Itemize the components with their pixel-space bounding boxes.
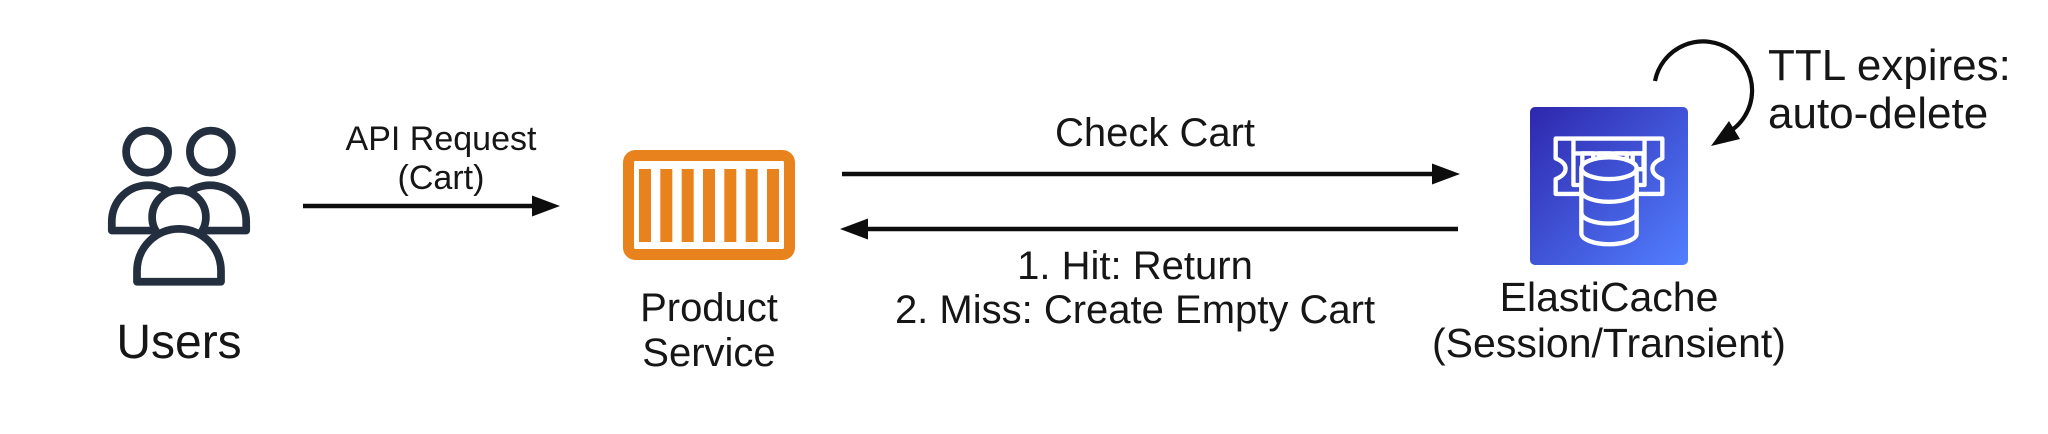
ttl-loop-arc bbox=[1652, 39, 1755, 134]
cache-result-label: 1. Hit: Return 2. Miss: Create Empty Car… bbox=[855, 244, 1415, 332]
check-cart-label: Check Cart bbox=[1054, 111, 1256, 155]
ttl-expiry-label-line2: auto-delete bbox=[1768, 89, 1989, 139]
product-service-label-line2: Service bbox=[642, 331, 776, 376]
api-request-label-line1: API Request bbox=[345, 120, 537, 158]
cache-result-label-line1: 1. Hit: Return bbox=[1017, 244, 1253, 288]
product-service-label: Product Service bbox=[603, 286, 815, 376]
container-icon bbox=[623, 150, 795, 260]
api-request-label-line2: (Cart) bbox=[397, 159, 485, 198]
elasticache-label-line1: ElastiCache bbox=[1499, 274, 1719, 320]
api-request-label: API Request (Cart) bbox=[311, 120, 571, 199]
cache-result-label-line2: 2. Miss: Create Empty Cart bbox=[894, 288, 1376, 332]
elasticache-label-line2: (Session/Transient) bbox=[1432, 320, 1786, 367]
elasticache-database-icon bbox=[1530, 107, 1688, 265]
check-cart-arrowhead bbox=[1432, 163, 1460, 185]
product-service-label-line1: Product bbox=[640, 286, 778, 330]
users-label: Users bbox=[116, 316, 242, 369]
ttl-expiry-label: TTL expires: auto-delete bbox=[1768, 41, 2048, 139]
elasticache-label: ElastiCache (Session/Transient) bbox=[1399, 274, 1819, 367]
cache-result-arrowhead bbox=[840, 218, 868, 240]
ttl-expiry-label-line1: TTL expires: bbox=[1768, 41, 2011, 90]
api-request-arrowhead bbox=[532, 195, 560, 217]
ttl-loop-arrowhead bbox=[1711, 121, 1740, 146]
users-icon bbox=[107, 126, 251, 286]
